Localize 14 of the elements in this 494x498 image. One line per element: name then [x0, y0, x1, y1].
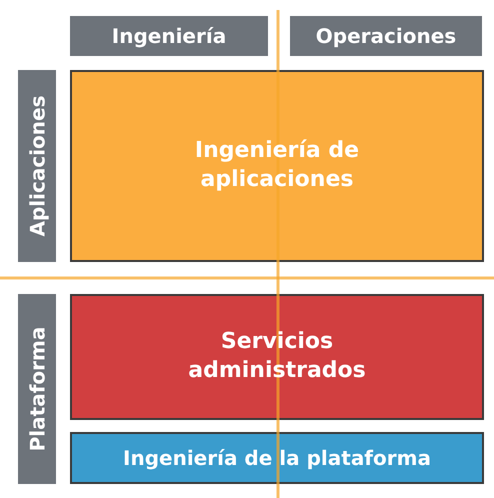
quadrant-box	[70, 294, 484, 420]
column-title: Ingeniería	[112, 23, 226, 49]
column-title: Operaciones	[316, 23, 456, 49]
quadrant-title: Ingeniería de aplicaciones	[194, 137, 360, 194]
row-header	[18, 294, 56, 484]
column-header	[290, 16, 482, 56]
quadrant-title: Servicios administrados	[187, 328, 367, 385]
quadrant-title: Ingeniería de la plataforma	[123, 445, 431, 471]
row-title: Plataforma	[24, 326, 50, 452]
quadrant-box	[70, 432, 484, 484]
quadrant-box	[70, 70, 484, 262]
row-title: Aplicaciones	[24, 96, 50, 236]
row-header	[18, 70, 56, 262]
column-header	[70, 16, 268, 56]
